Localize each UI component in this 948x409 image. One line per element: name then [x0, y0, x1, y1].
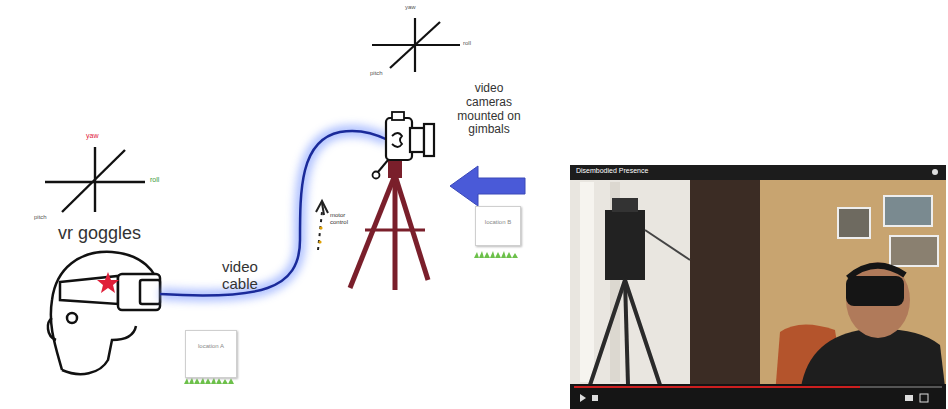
motor-control-arrow — [316, 201, 328, 250]
location-card: location A — [185, 330, 237, 378]
video-frame: Disembodied Presence — [570, 165, 946, 409]
axis-label: pitch — [370, 70, 400, 77]
axes-symbol — [372, 18, 460, 72]
card-text: location A — [188, 343, 234, 350]
card-text: location B — [478, 219, 518, 226]
camera-label: video cameras mounted on gimbals — [455, 82, 523, 137]
axis-label: roll — [150, 176, 180, 184]
video-cable — [160, 131, 388, 296]
goggles-label: vr goggles — [58, 223, 168, 244]
location-card: location B — [475, 206, 521, 246]
star-mark — [97, 272, 119, 293]
axis-label: yaw — [86, 132, 116, 140]
cable-glow — [160, 131, 388, 296]
video-screenshot — [570, 165, 946, 409]
motor-label: motor control — [330, 212, 364, 226]
grass — [474, 251, 518, 258]
axis-label: yaw — [405, 4, 435, 11]
video-title: Disembodied Presence — [576, 167, 940, 175]
head-with-goggles — [48, 252, 160, 374]
axes-symbol — [45, 147, 145, 212]
cable-label: video cable — [222, 258, 278, 293]
axis-label: roll — [463, 40, 493, 47]
camera-on-tripod — [350, 112, 434, 290]
axis-label: pitch — [34, 214, 64, 221]
grass — [184, 377, 234, 384]
view-arrow — [450, 166, 525, 206]
